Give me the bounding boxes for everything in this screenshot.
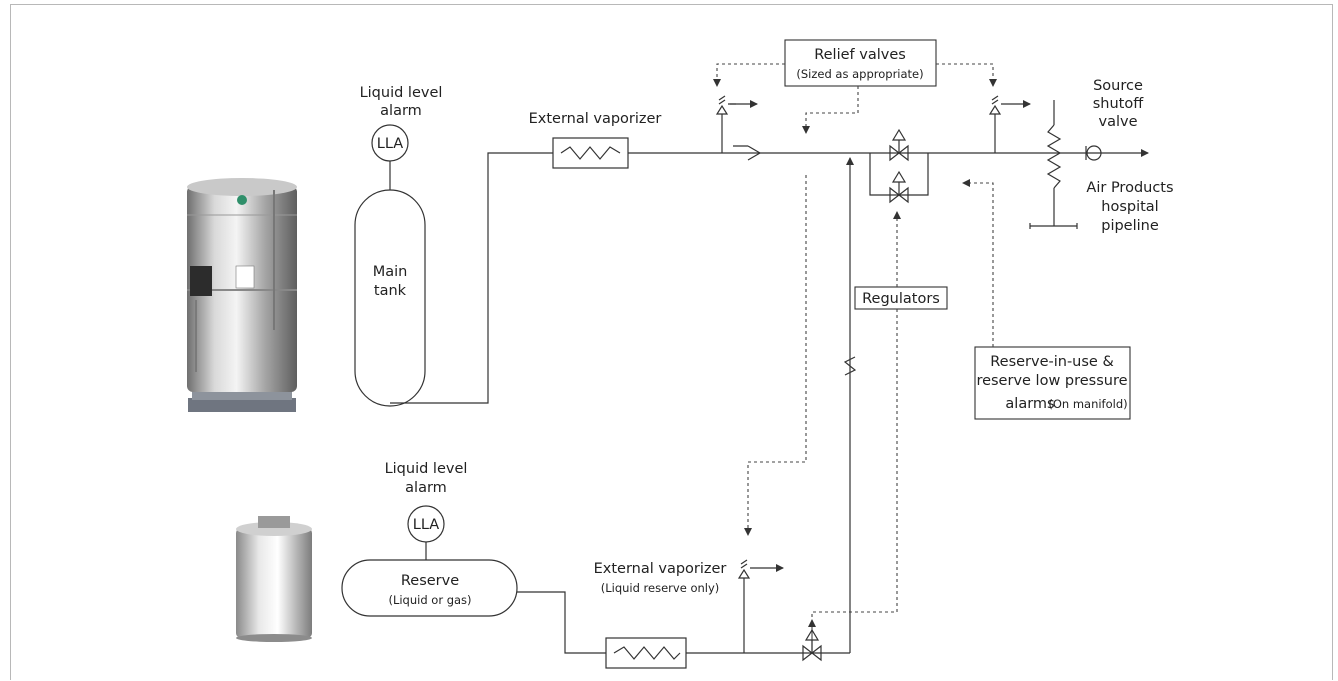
reserve-tank-photo: [236, 516, 312, 642]
main-regulators: [869, 128, 929, 204]
source-shutoff-line1: Source: [1093, 78, 1143, 94]
reserve-lla-text: LLA: [413, 517, 439, 533]
reserve-tank-symbol: [341, 559, 518, 617]
reserve-vaporizer-note: (Liquid reserve only): [601, 581, 720, 595]
main-lla-title-line2: alarm: [380, 103, 422, 119]
source-shutoff-line2: shutoff: [1093, 96, 1144, 112]
reserve-lla-title-line2: alarm: [405, 480, 447, 496]
reserve-label: Reserve: [401, 573, 459, 589]
alarms-label-line2: reserve low pressure: [976, 373, 1127, 389]
main-lla-title-line1: Liquid level: [360, 85, 443, 101]
source-shutoff-valve: [1029, 100, 1102, 229]
relief-valve-main-right: [988, 95, 1031, 153]
main-tank-label-line1: Main: [373, 264, 408, 280]
source-shutoff-line3: valve: [1099, 114, 1138, 130]
check-valve: [733, 145, 762, 161]
pipeline-label-line1: Air Products: [1086, 180, 1173, 196]
main-tank-label-line2: tank: [374, 283, 407, 299]
alarms-label-line3: alarms: [1005, 396, 1054, 412]
relief-valves-label: Relief valves: [814, 47, 906, 63]
relief-valves-box: [784, 39, 937, 87]
main-external-vaporizer: [552, 137, 629, 169]
diagram-frame: [10, 4, 1333, 680]
alarms-label-note: (On manifold): [1048, 397, 1127, 411]
reserve-vaporizer-label: External vaporizer: [594, 561, 727, 577]
pipeline-label-line2: hospital: [1101, 199, 1158, 215]
main-tank-symbol: [354, 189, 426, 407]
relief-valve-reserve: [737, 559, 784, 653]
relief-valve-main-left: [715, 95, 758, 153]
reserve-supply-line: [517, 591, 606, 654]
regulators-box: [854, 286, 948, 310]
main-vaporizer-label: External vaporizer: [529, 111, 662, 127]
reserve-check-valve: [843, 356, 857, 376]
reserve-external-vaporizer: [605, 637, 687, 669]
main-tank-photo: [187, 178, 297, 412]
relief-valves-note: (Sized as appropriate): [796, 67, 923, 81]
reserve-lla-title-line1: Liquid level: [385, 461, 468, 477]
main-lla-text: LLA: [377, 136, 403, 152]
reserve-note: (Liquid or gas): [388, 593, 471, 607]
regulators-label: Regulators: [862, 291, 940, 307]
main-supply-line: [390, 152, 553, 404]
reserve-regulator: [802, 628, 822, 662]
reserve-alarms-box: [974, 346, 1131, 420]
pipeline-label-line3: pipeline: [1101, 218, 1159, 234]
alarms-label-line1: Reserve-in-use &: [990, 354, 1114, 370]
